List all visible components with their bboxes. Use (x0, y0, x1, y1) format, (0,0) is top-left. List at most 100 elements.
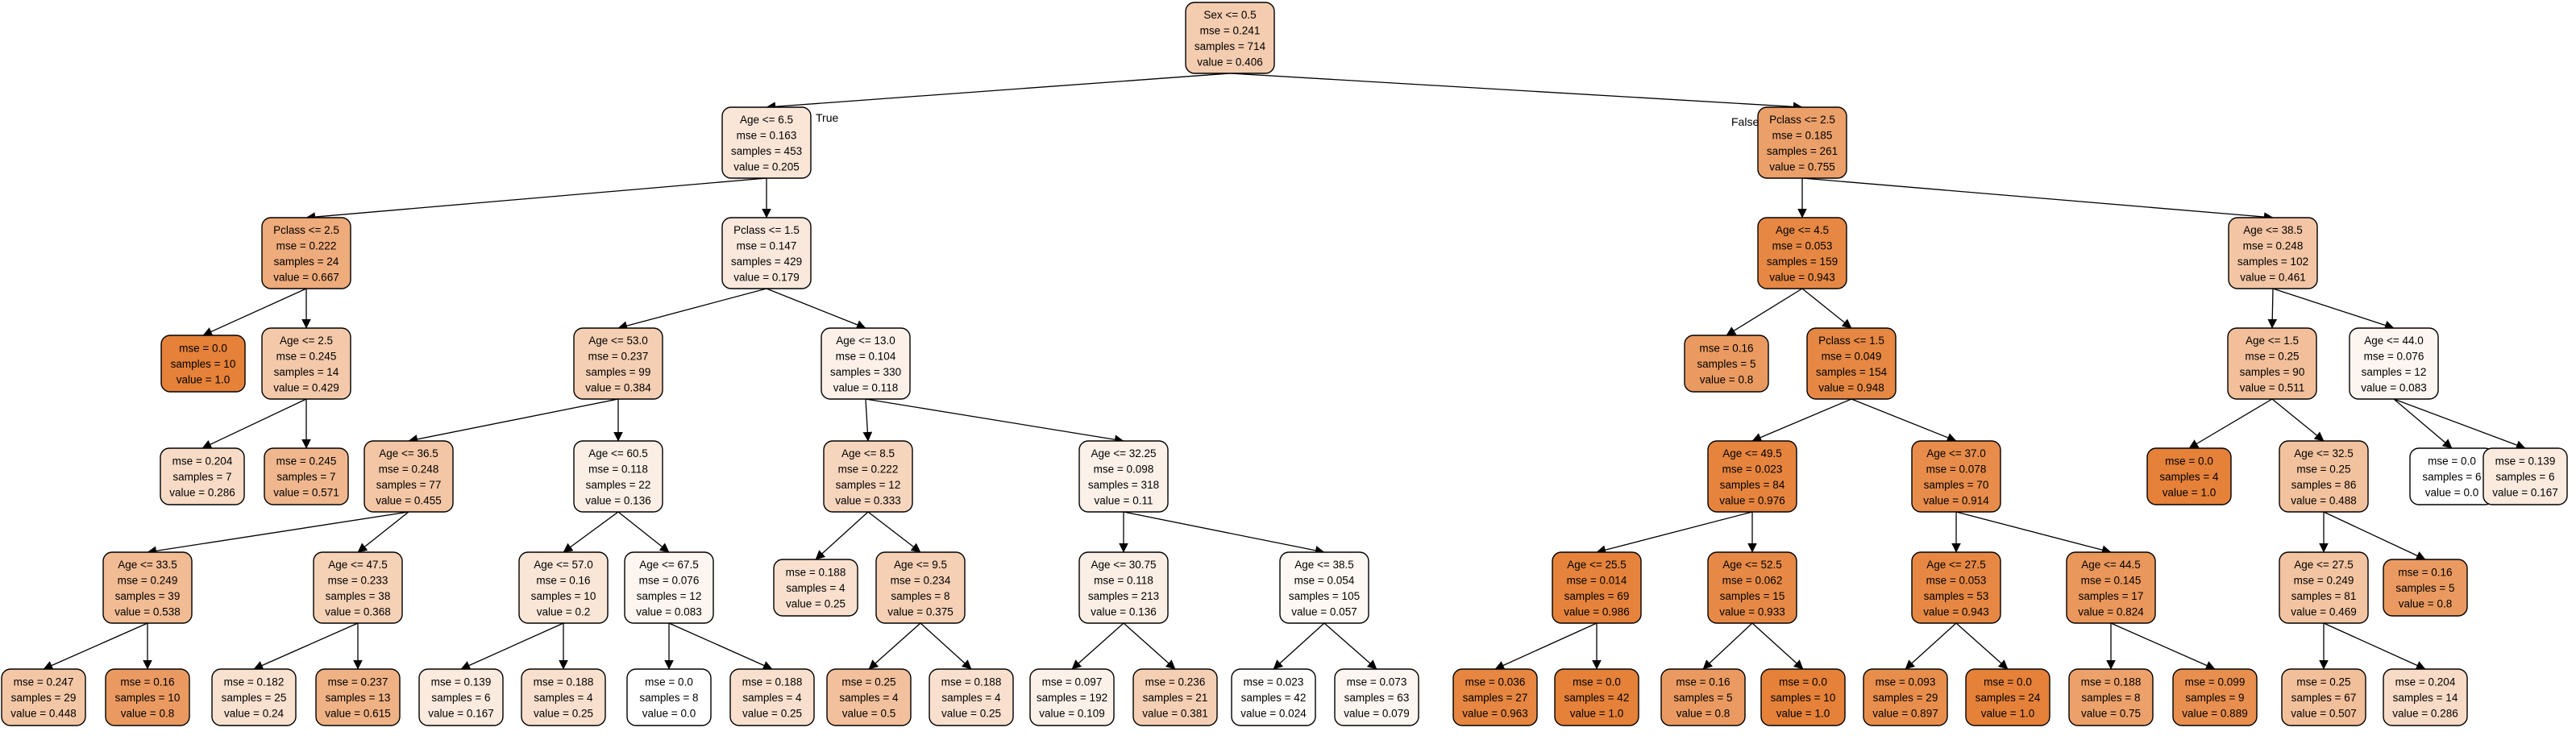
node-text-line: mse = 0.014 (1567, 574, 1627, 586)
node-box (1552, 551, 1642, 624)
node-text-line: mse = 0.163 (737, 129, 797, 141)
tree-edge (1229, 73, 1803, 112)
node-box (418, 668, 504, 726)
node-text-line: value = 0.057 (1291, 605, 1357, 617)
node-text-line: samples = 12 (2362, 366, 2427, 378)
node-text-line: samples = 22 (586, 479, 651, 491)
node-box (773, 559, 858, 617)
node-text-line: samples = 318 (1088, 479, 1159, 491)
node-text-line: samples = 453 (731, 145, 802, 157)
node-box (1965, 668, 2050, 726)
node-text-line: samples = 4 (786, 582, 846, 594)
node-text-line: mse = 0.0 (1984, 676, 2032, 688)
node-text-line: value = 0.136 (1091, 605, 1156, 617)
tree-edge (2393, 398, 2453, 449)
edge-label-false: False (1731, 115, 1759, 128)
node-text-line: value = 0.024 (1240, 708, 1307, 720)
node-text-line: Age <= 36.5 (379, 447, 438, 459)
node-box (211, 668, 297, 726)
node-box (1078, 551, 1169, 624)
node-box (1911, 551, 2001, 624)
tree-edge (2267, 288, 2278, 329)
node-box (315, 668, 401, 726)
node-text-line: samples = 6 (2422, 471, 2481, 483)
node-box (2383, 559, 2468, 617)
node-text-line: mse = 0.188 (941, 676, 1002, 688)
node-text-line: value = 0.943 (1923, 605, 1988, 617)
tree-edge (2393, 398, 2526, 450)
node-text-line: mse = 0.249 (2294, 574, 2354, 586)
node-text-line: value = 1.0 (1981, 708, 2034, 720)
node-box (1554, 668, 1639, 726)
node-text-line: mse = 0.076 (639, 574, 700, 586)
node-text-line: Age <= 32.5 (2294, 447, 2354, 459)
node-text-line: samples = 7 (172, 471, 231, 483)
node-text-line: value = 0.205 (733, 160, 799, 173)
tree-edge (2188, 398, 2273, 449)
node-text-line: value = 0.824 (2078, 605, 2144, 617)
tree-edge (668, 622, 773, 670)
tree-edge (563, 511, 619, 553)
node-text-line: value = 0.083 (636, 605, 701, 617)
node-text-line: Age <= 37.0 (1926, 447, 1986, 459)
node-text-line: samples = 69 (1564, 590, 1630, 602)
node-text-line: samples = 27 (1463, 692, 1528, 704)
node-text-line: mse = 0.147 (737, 239, 797, 252)
node-box (313, 551, 403, 624)
tree-edge (408, 398, 619, 444)
node-box (102, 551, 193, 624)
node-text-line: value = 0.167 (428, 708, 493, 720)
tree-edge (305, 177, 767, 222)
tree-edge (460, 622, 564, 670)
node-text-line: Age <= 27.5 (2294, 559, 2354, 571)
tree-edge (202, 398, 307, 449)
tree-edge (1851, 398, 1957, 443)
node-text-line: samples = 7 (276, 471, 335, 483)
tree-edge (766, 73, 1231, 112)
tree-edge (43, 622, 148, 670)
node-text-line: samples = 12 (836, 479, 901, 491)
tree-edge (1273, 622, 1325, 670)
node-text-line: value = 0.333 (835, 494, 900, 506)
node-text-line: Age <= 33.5 (118, 559, 177, 571)
node-box (261, 217, 351, 289)
tree-edge (2272, 288, 2395, 331)
node-text-line: mse = 0.247 (14, 676, 74, 688)
node-text-line: samples = 4 (839, 692, 899, 704)
node-text-line: samples = 15 (1720, 590, 1785, 602)
node-text-line: mse = 0.0 (1779, 676, 1827, 688)
node-text-line: mse = 0.249 (118, 574, 178, 586)
tree-edge (2323, 511, 2426, 560)
node-box (1452, 668, 1538, 726)
node-text-line: value = 0.455 (376, 494, 441, 506)
node-box (875, 551, 966, 624)
node-text-line: value = 0.511 (2240, 381, 2304, 393)
tree-edge (1702, 622, 1753, 670)
node-text-line: samples = 81 (2291, 590, 2357, 602)
node-text-line: mse = 0.16 (1699, 343, 1753, 355)
tree-edge (1123, 622, 1176, 670)
node-text-line: mse = 0.16 (120, 676, 174, 688)
node-text-line: value = 0.083 (2361, 381, 2426, 393)
node-text-line: mse = 0.093 (1876, 676, 1936, 688)
node-box (1863, 668, 1948, 726)
node-text-line: Pclass <= 1.5 (733, 224, 800, 236)
